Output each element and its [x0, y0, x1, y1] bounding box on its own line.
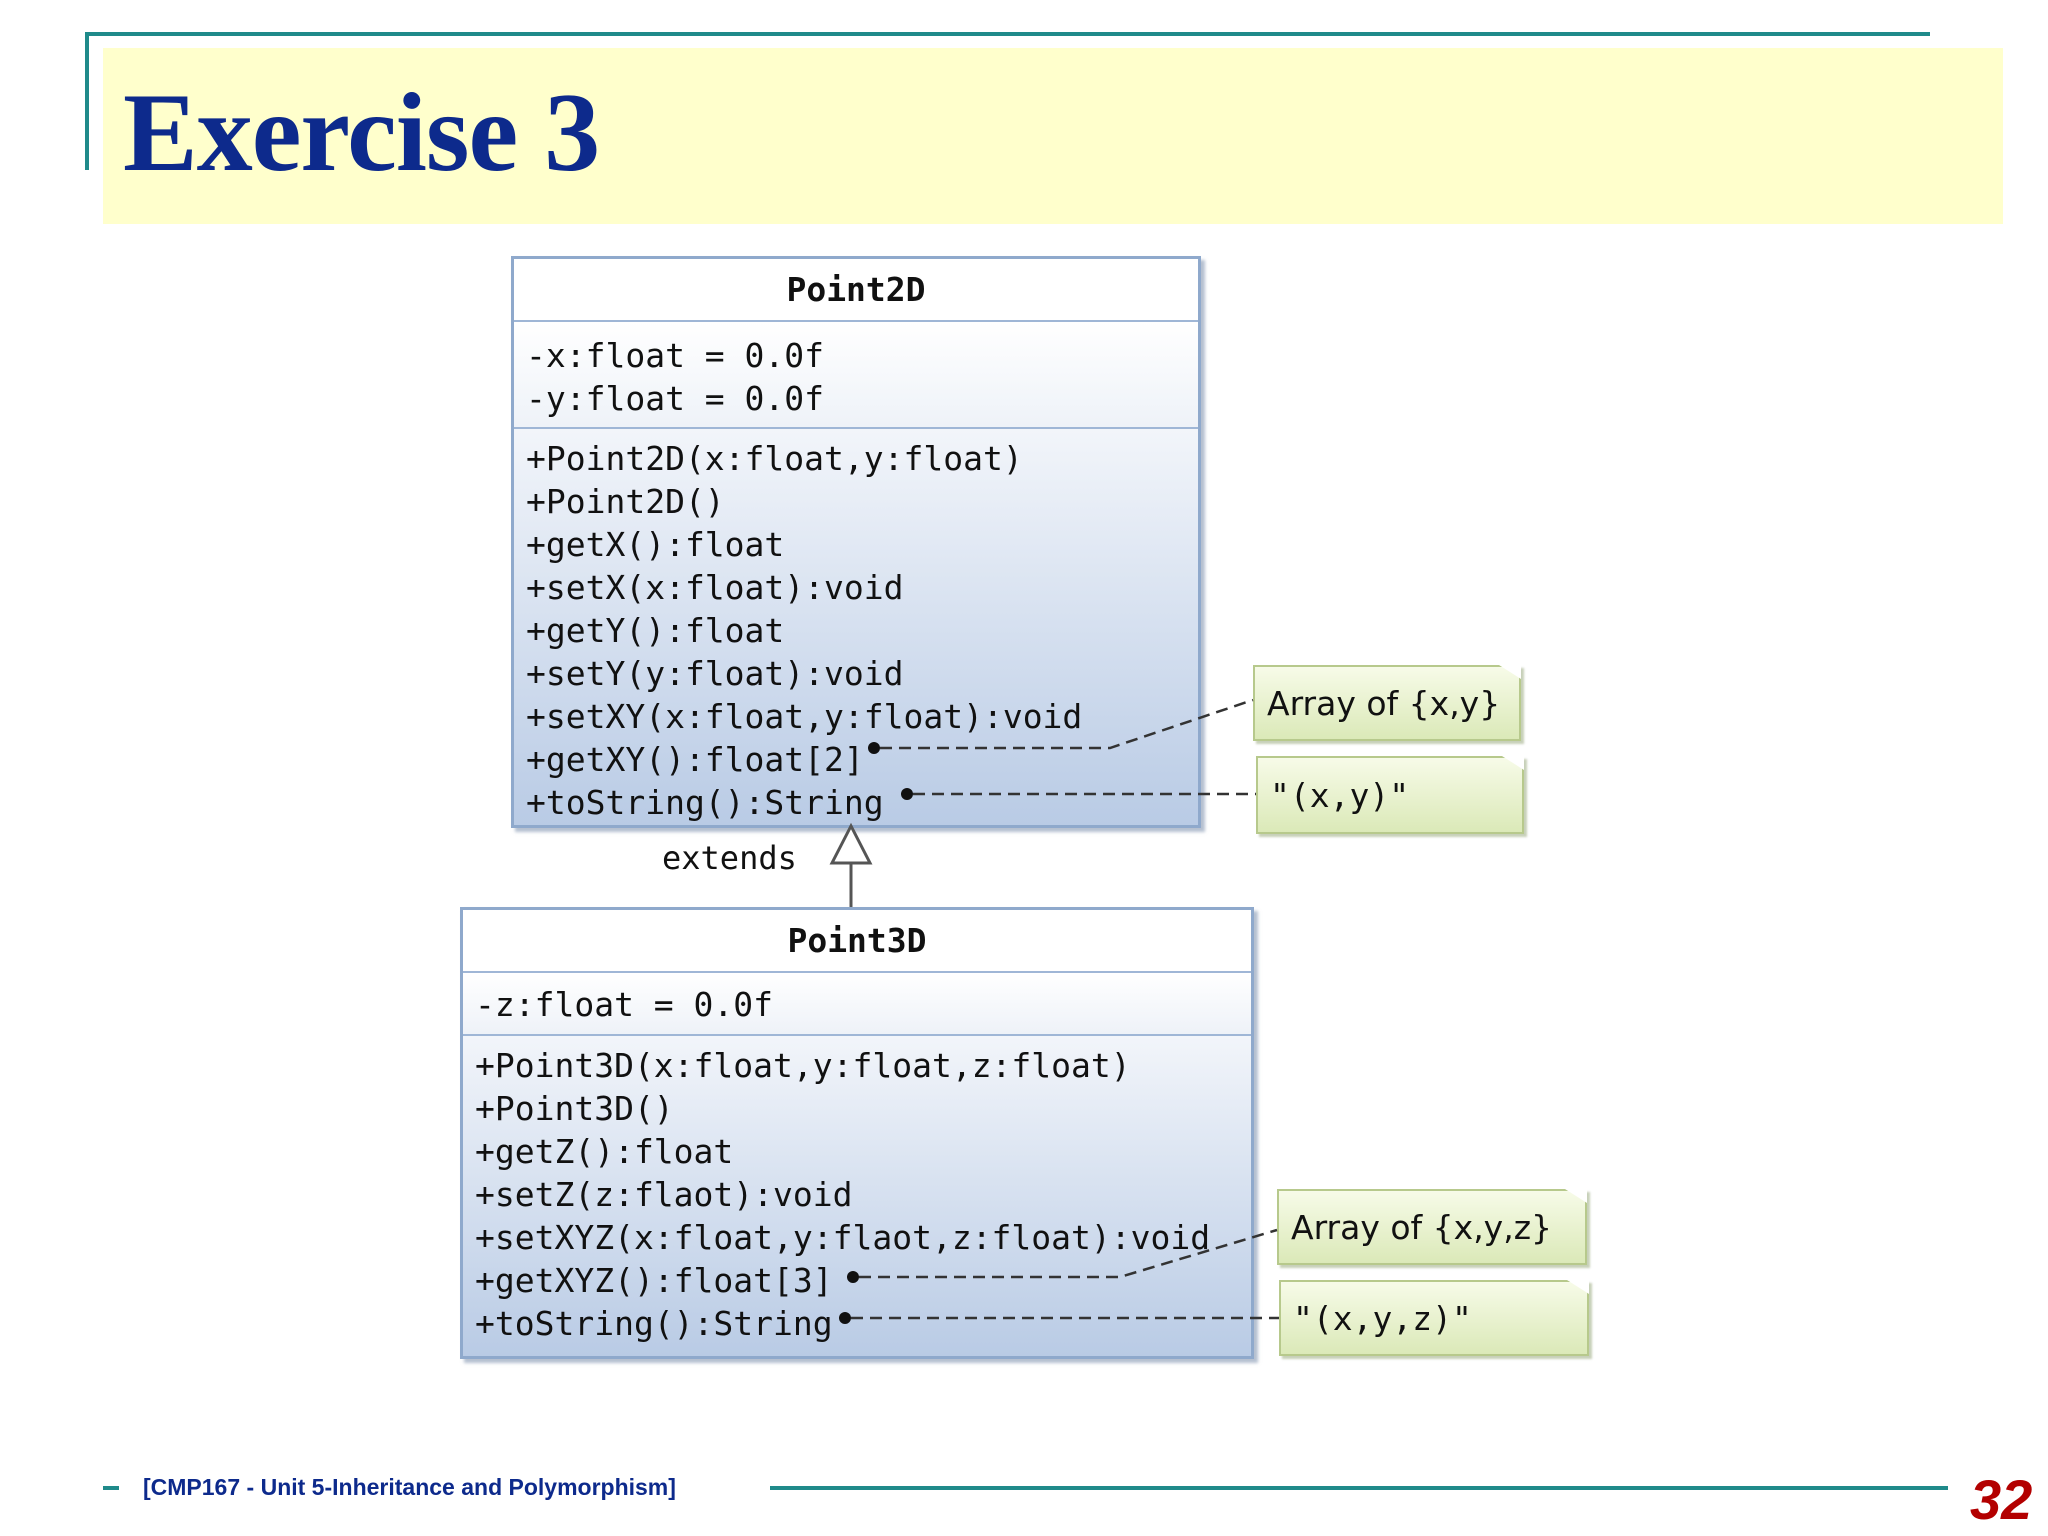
operation-row: +setZ(z:flaot):void [475, 1175, 853, 1214]
operations-point3d: +Point3D(x:float,y:float,z:float) +Point… [463, 1036, 1251, 1356]
note-xy-array: Array of {x,y} [1253, 665, 1521, 741]
operation-row: +Point3D() [475, 1089, 674, 1128]
title-band [103, 48, 2003, 224]
attribute-row: -y:float = 0.0f [526, 379, 825, 418]
note-xyz-array: Array of {x,y,z} [1277, 1189, 1587, 1265]
extends-label: extends [662, 839, 797, 877]
operation-row: +toString():String [475, 1304, 833, 1343]
header-rule-top [85, 32, 1930, 36]
note-link-getxy [880, 698, 1254, 750]
inheritance-arrowhead [829, 822, 873, 865]
operation-row: +Point3D(x:float,y:float,z:float) [475, 1046, 1131, 1085]
class-point2d: Point2D -x:float = 0.0f -y:float = 0.0f … [511, 256, 1201, 828]
class-name-point3d: Point3D [463, 910, 1251, 973]
anchor-dot-tostring-2d [901, 788, 913, 800]
note-xy-string: "(x,y)" [1256, 756, 1524, 834]
operations-point2d: +Point2D(x:float,y:float) +Point2D() +ge… [514, 429, 1198, 825]
operation-row: +Point2D() [526, 482, 725, 521]
note-link-getxyz [859, 1228, 1278, 1279]
attribute-row: -x:float = 0.0f [526, 336, 825, 375]
anchor-dot-getxyz [847, 1271, 859, 1283]
page-number: 32 [1970, 1468, 2033, 1531]
anchor-dot-getxy [868, 742, 880, 754]
operation-row: +getZ():float [475, 1132, 734, 1171]
operation-row: +Point2D(x:float,y:float) [526, 439, 1023, 478]
operation-row: +getXYZ():float[3] [475, 1261, 833, 1300]
operation-row: +setXY(x:float,y:float):void [526, 697, 1083, 736]
operation-row: +getY():float [526, 611, 785, 650]
operation-row: +getXY():float[2] [526, 740, 864, 779]
class-point3d: Point3D -z:float = 0.0f +Point3D(x:float… [460, 907, 1254, 1359]
operation-row: +toString():String [526, 783, 884, 822]
footer-rule [770, 1486, 1948, 1490]
attribute-row: -z:float = 0.0f [475, 985, 774, 1024]
slide-title: Exercise 3 [123, 71, 600, 195]
header-rule-left [85, 32, 89, 170]
class-name-point2d: Point2D [514, 259, 1198, 322]
attributes-point2d: -x:float = 0.0f -y:float = 0.0f [514, 322, 1198, 429]
attributes-point3d: -z:float = 0.0f [463, 973, 1251, 1036]
footer-bullet [103, 1486, 119, 1490]
note-xyz-string: "(x,y,z)" [1279, 1280, 1589, 1356]
operation-row: +setY(y:float):void [526, 654, 904, 693]
operation-row: +getX():float [526, 525, 785, 564]
operation-row: +setX(x:float):void [526, 568, 904, 607]
anchor-dot-tostring-3d [839, 1312, 851, 1324]
operation-row: +setXYZ(x:float,y:flaot,z:float):void [475, 1218, 1211, 1257]
footer-course-label: [CMP167 - Unit 5-Inheritance and Polymor… [143, 1474, 676, 1500]
